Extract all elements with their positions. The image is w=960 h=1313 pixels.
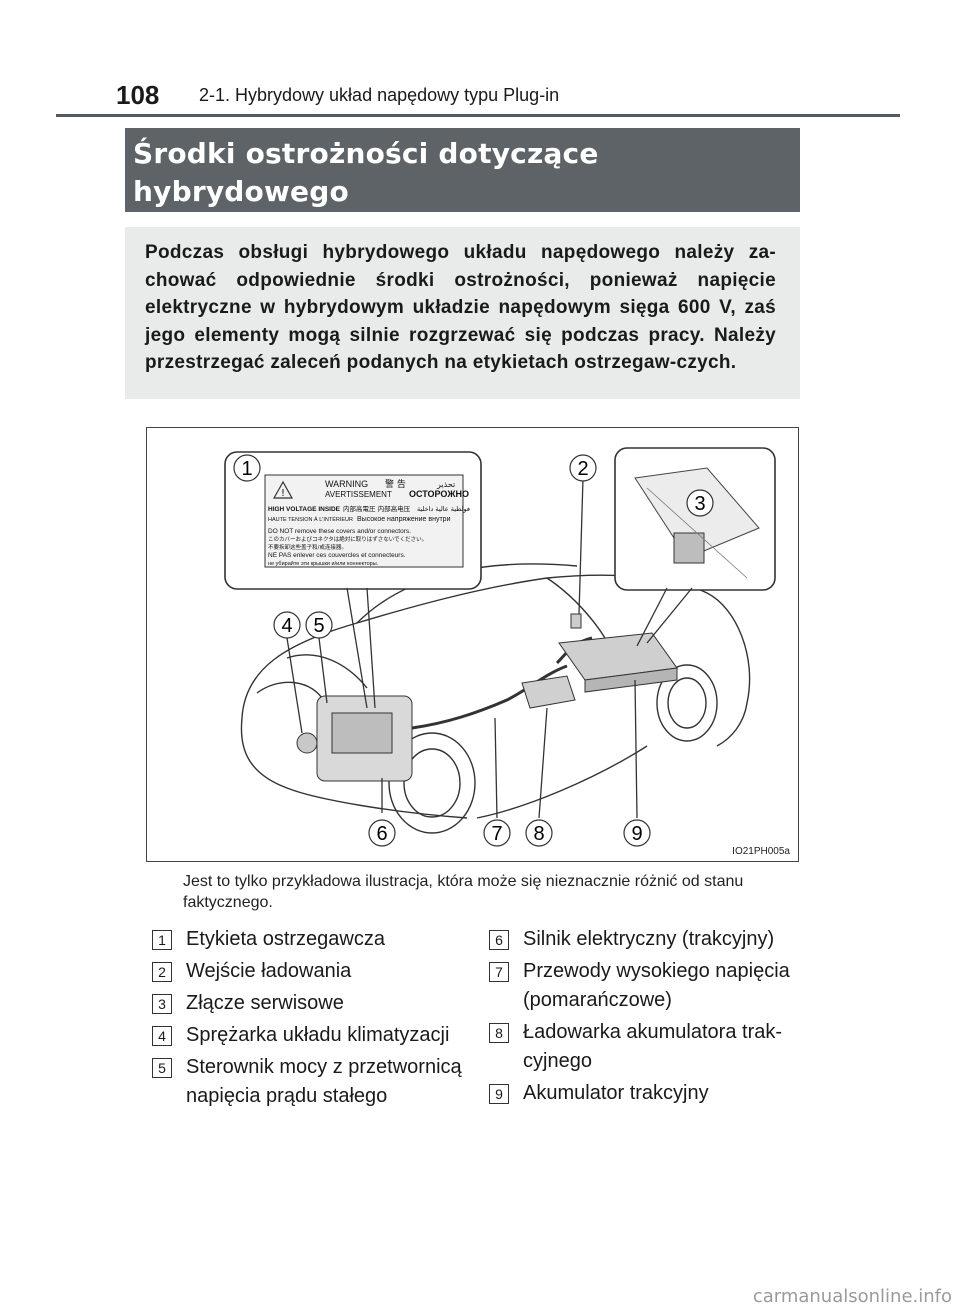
callout-4: 4 xyxy=(273,611,301,639)
label-ne-pas: NE PAS enlever ces couvercles et connect… xyxy=(268,552,406,559)
svg-text:6: 6 xyxy=(376,823,387,845)
legend-item-9: 9 Akumulator trakcyjny xyxy=(489,1079,809,1108)
watermark: carmanualsonline.info xyxy=(752,1286,952,1307)
callout-5: 5 xyxy=(305,611,333,639)
warning-label-inset: ! WARNING 警 告 تحذير AVERTISSEMENT ОСТОРО… xyxy=(224,451,482,590)
car-outline xyxy=(240,563,751,834)
legend-number: 8 xyxy=(489,1023,509,1043)
svg-text:8: 8 xyxy=(533,823,544,845)
section-title: Środki ostrożności dotyczące hybrydowego… xyxy=(125,128,800,246)
legend-text: Sterownik mocy z przetwornicą napięcia p… xyxy=(186,1056,462,1107)
legend-text: Wejście ładowania xyxy=(186,960,352,982)
legend-number: 4 xyxy=(152,1026,172,1046)
leader-lines xyxy=(286,477,693,819)
label-warning-ar: تحذير xyxy=(436,480,455,489)
svg-text:4: 4 xyxy=(281,615,292,637)
label-do-not: DO NOT remove these covers and/or connec… xyxy=(268,528,411,535)
figure-caption: Jest to tylko przykładowa ilustracja, kt… xyxy=(183,873,744,911)
label-hv-ar: فولطية عالية داخلية xyxy=(417,505,470,513)
label-hv-ru: Высокое напряжение внутри xyxy=(357,516,451,523)
label-avertissement: AVERTISSEMENT xyxy=(325,490,392,499)
legend-text: Złącze serwisowe xyxy=(186,992,344,1014)
intro-text: Podczas obsługi hybrydowego układu napęd… xyxy=(145,242,776,373)
legend-number: 6 xyxy=(489,930,509,950)
legend-right: 6 Silnik elektryczny (trakcyjny) 7 Przewod… xyxy=(489,925,809,1111)
traction-battery xyxy=(558,632,678,693)
charging-inlet xyxy=(570,613,582,629)
callout-9: 9 xyxy=(623,819,651,847)
callouts: 1 2 3 4 5 6 7 8 9 xyxy=(233,454,714,847)
label-jp-text: このカバーおよびコネクタは絶対に取りはずさないでください。 xyxy=(268,535,427,543)
svg-text:9: 9 xyxy=(631,823,642,845)
label-ru-text: не убирайте эти крышки и/или коннекторы. xyxy=(268,560,379,567)
legend-text: Sprężarka układu klimatyzacji xyxy=(186,1024,450,1046)
legend-item-7: 7 Przewody wysokiego napięcia (pomarańczo… xyxy=(489,957,809,1015)
running-head: 2-1. Hybrydowy układ napędowy typu Plug-… xyxy=(199,85,560,105)
legend-item-4: 4 Sprężarka układu klimatyzacji xyxy=(152,1021,472,1050)
service-connector-inset xyxy=(614,447,776,591)
legend-item-6: 6 Silnik elektryczny (trakcyjny) xyxy=(489,925,809,954)
label-haute-tension: HAUTE TENSION À L'INTÉRIEUR xyxy=(268,516,353,523)
engine-assembly xyxy=(296,695,413,782)
label-warning: WARNING xyxy=(325,479,368,489)
legend-item-3: 3 Złącze serwisowe xyxy=(152,989,472,1018)
legend-text: Etykieta ostrzegawcza xyxy=(186,928,385,950)
callout-2: 2 xyxy=(569,454,597,482)
legend-number: 3 xyxy=(152,994,172,1014)
legend-text: Przewody wysokiego napięcia (pomarańczow… xyxy=(523,960,790,1011)
intro-box: Podczas obsługi hybrydowego układu napęd… xyxy=(125,227,800,399)
svg-text:2: 2 xyxy=(577,458,588,480)
legend-text: Ładowarka akumulatora trak-cyjnego xyxy=(523,1021,783,1072)
label-cn-text: 不要拆卸这些盖子和/或连接器。 xyxy=(268,543,347,551)
header-rule xyxy=(56,114,900,117)
legend-item-2: 2 Wejście ładowania xyxy=(152,957,472,986)
figure-code: IO21PH005a xyxy=(732,846,790,857)
callout-8: 8 xyxy=(525,819,553,847)
svg-text:5: 5 xyxy=(313,615,324,637)
label-warning-jp: 警 告 xyxy=(385,478,406,490)
legend-number: 2 xyxy=(152,962,172,982)
legend-number: 5 xyxy=(152,1058,172,1078)
page-number: 108 xyxy=(116,80,160,110)
legend-item-1: 1 Etykieta ostrzegawcza xyxy=(152,925,472,954)
legend-left: 1 Etykieta ostrzegawcza 2 Wejście ładowani… xyxy=(152,925,472,1114)
legend-text: Akumulator trakcyjny xyxy=(523,1082,709,1104)
vehicle-diagram: ! WARNING 警 告 تحذير AVERTISSEMENT ОСТОРО… xyxy=(224,447,776,847)
vehicle-illustration: ! WARNING 警 告 تحذير AVERTISSEMENT ОСТОРО… xyxy=(146,427,799,862)
legend-item-8: 8 Ładowarka akumulatora trak-cyjnego xyxy=(489,1018,809,1076)
svg-text:1: 1 xyxy=(241,458,252,480)
callout-7: 7 xyxy=(483,819,511,847)
section-title-line-1: Środki ostrożności dotyczące hybrydowego xyxy=(133,137,599,208)
svg-text:7: 7 xyxy=(491,823,502,845)
svg-text:3: 3 xyxy=(694,493,705,515)
label-ostorozhno: ОСТОРОЖНО xyxy=(409,489,469,499)
callout-1: 1 xyxy=(233,454,261,482)
label-hv-jp: 内部高電圧 内部高电压 xyxy=(343,504,411,513)
callout-3: 3 xyxy=(686,489,714,517)
legend-number: 1 xyxy=(152,930,172,950)
callout-6: 6 xyxy=(368,819,396,847)
charger-unit xyxy=(521,675,576,709)
svg-text:!: ! xyxy=(281,488,285,499)
label-hv-inside: HIGH VOLTAGE INSIDE xyxy=(268,506,341,513)
legend-number: 7 xyxy=(489,962,509,982)
legend-item-5: 5 Sterownik mocy z przetwornicą napięcia … xyxy=(152,1053,472,1111)
legend-text: Silnik elektryczny (trakcyjny) xyxy=(523,928,775,950)
legend-number: 9 xyxy=(489,1084,509,1104)
